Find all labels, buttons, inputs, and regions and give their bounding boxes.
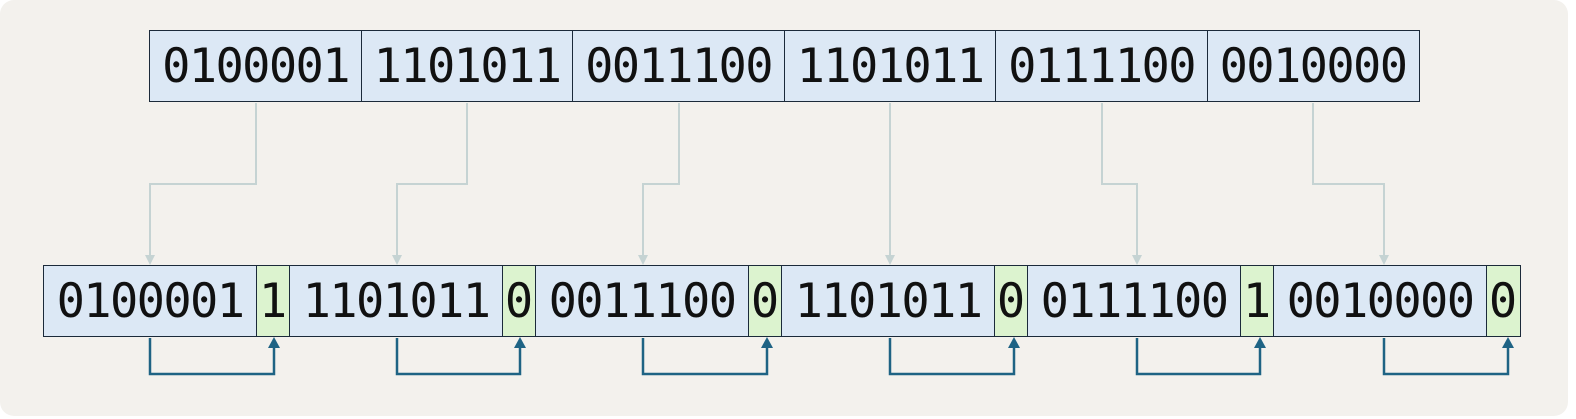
parity-arrow-5 xyxy=(1135,338,1262,376)
parity-arrow-3 xyxy=(641,338,769,376)
mapping-arrow-1 xyxy=(149,103,257,258)
source-group-5: 0111100 xyxy=(995,30,1208,102)
mapping-arrows xyxy=(149,103,1385,258)
encoded-data-group-5: 0111100 xyxy=(1027,265,1241,337)
source-group-4: 1101011 xyxy=(783,30,997,102)
parity-arrow-6 xyxy=(1382,338,1510,376)
source-bit-row: 0100001 1101011 0011100 1101011 0111100 … xyxy=(149,30,1420,102)
parity-arrowhead-5 xyxy=(1254,337,1266,348)
mapping-arrowhead-5 xyxy=(1132,255,1142,265)
mapping-arrowhead-3 xyxy=(638,255,648,265)
encoded-bit-row: 0100001 1 1101011 0 0011100 0 1101011 0 … xyxy=(43,265,1521,337)
mapping-arrow-3 xyxy=(642,103,680,258)
encoded-data-group-1: 0100001 xyxy=(43,265,257,337)
parity-arrowhead-3 xyxy=(761,337,773,348)
parity-bit-2: 0 xyxy=(501,265,537,337)
parity-bit-6: 0 xyxy=(1485,265,1521,337)
parity-arrowheads xyxy=(268,337,1514,348)
parity-bit-4: 0 xyxy=(993,265,1029,337)
mapping-arrowheads xyxy=(145,255,1389,265)
parity-bit-3: 0 xyxy=(747,265,783,337)
encoded-data-group-6: 0010000 xyxy=(1273,265,1487,337)
parity-arrow-2 xyxy=(395,338,522,376)
parity-arrowhead-6 xyxy=(1502,337,1514,348)
mapping-arrowhead-1 xyxy=(145,255,155,265)
parity-arrows xyxy=(148,338,1510,376)
mapping-arrowhead-4 xyxy=(885,255,895,265)
encoded-data-group-3: 0011100 xyxy=(535,265,749,337)
mapping-arrowhead-6 xyxy=(1379,255,1389,265)
encoded-data-group-2: 1101011 xyxy=(289,265,503,337)
parity-arrowhead-4 xyxy=(1008,337,1020,348)
parity-bit-1: 1 xyxy=(255,265,291,337)
mapping-arrowhead-2 xyxy=(392,255,402,265)
source-group-1: 0100001 xyxy=(149,30,362,102)
parity-arrow-1 xyxy=(148,338,276,376)
encoded-data-group-4: 1101011 xyxy=(781,265,995,337)
parity-arrowhead-1 xyxy=(268,337,280,348)
source-group-2: 1101011 xyxy=(360,30,574,102)
mapping-arrow-2 xyxy=(396,103,468,258)
source-group-6: 0010000 xyxy=(1206,30,1420,102)
source-group-3: 0011100 xyxy=(572,30,785,102)
mapping-arrow-6 xyxy=(1312,103,1385,258)
parity-arrow-4 xyxy=(888,338,1016,376)
mapping-arrow-5 xyxy=(1101,103,1138,258)
parity-bit-5: 1 xyxy=(1239,265,1275,337)
parity-arrowhead-2 xyxy=(514,337,526,348)
